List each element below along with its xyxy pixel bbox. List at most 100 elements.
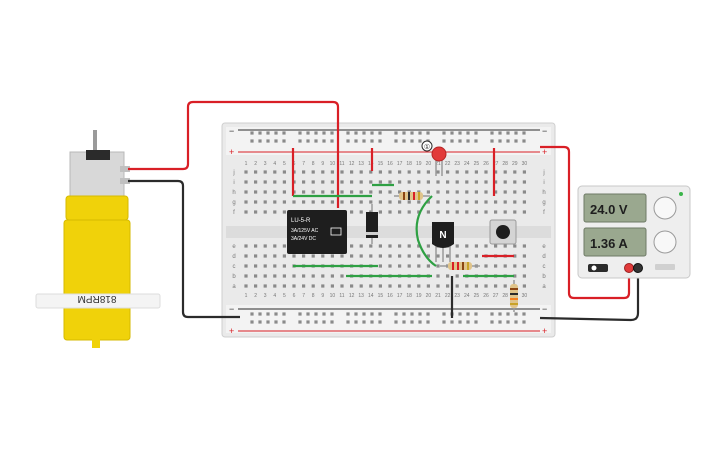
breadboard-hole[interactable] (378, 139, 382, 143)
breadboard-hole[interactable] (484, 284, 488, 288)
breadboard-hole[interactable] (513, 244, 517, 248)
breadboard-hole[interactable] (474, 284, 478, 288)
breadboard-hole[interactable] (369, 200, 373, 204)
breadboard-hole[interactable] (330, 180, 334, 184)
breadboard-hole[interactable] (340, 180, 344, 184)
breadboard-hole[interactable] (359, 210, 363, 214)
breadboard-hole[interactable] (455, 244, 459, 248)
breadboard-hole[interactable] (388, 180, 392, 184)
breadboard-hole[interactable] (314, 139, 318, 143)
breadboard-hole[interactable] (407, 264, 411, 268)
breadboard-hole[interactable] (417, 180, 421, 184)
breadboard-hole[interactable] (350, 254, 354, 258)
breadboard-hole[interactable] (378, 190, 382, 194)
breadboard-hole[interactable] (513, 210, 517, 214)
breadboard-hole[interactable] (244, 170, 248, 174)
breadboard-hole[interactable] (446, 284, 450, 288)
breadboard-hole[interactable] (388, 200, 392, 204)
breadboard-hole[interactable] (474, 210, 478, 214)
breadboard-hole[interactable] (254, 170, 258, 174)
breadboard-hole[interactable] (258, 320, 262, 324)
breadboard-hole[interactable] (450, 320, 454, 324)
breadboard-hole[interactable] (378, 131, 382, 135)
breadboard-hole[interactable] (346, 131, 350, 135)
breadboard-hole[interactable] (306, 131, 310, 135)
breadboard-hole[interactable] (455, 170, 459, 174)
breadboard-hole[interactable] (522, 284, 526, 288)
breadboard-hole[interactable] (410, 139, 414, 143)
breadboard-hole[interactable] (330, 312, 334, 316)
breadboard-hole[interactable] (458, 139, 462, 143)
breadboard-hole[interactable] (474, 131, 478, 135)
breadboard-hole[interactable] (474, 190, 478, 194)
breadboard-hole[interactable] (522, 274, 526, 278)
breadboard-hole[interactable] (446, 190, 450, 194)
breadboard-hole[interactable] (388, 254, 392, 258)
breadboard-hole[interactable] (417, 244, 421, 248)
breadboard-hole[interactable] (455, 180, 459, 184)
breadboard-hole[interactable] (330, 284, 334, 288)
breadboard-hole[interactable] (442, 312, 446, 316)
breadboard-hole[interactable] (436, 210, 440, 214)
breadboard-hole[interactable] (330, 320, 334, 324)
breadboard-hole[interactable] (513, 180, 517, 184)
breadboard-hole[interactable] (522, 210, 526, 214)
breadboard-hole[interactable] (446, 200, 450, 204)
breadboard-hole[interactable] (311, 190, 315, 194)
breadboard-hole[interactable] (330, 274, 334, 278)
breadboard-hole[interactable] (484, 200, 488, 204)
breadboard-hole[interactable] (506, 131, 510, 135)
breadboard-hole[interactable] (513, 200, 517, 204)
breadboard-hole[interactable] (514, 131, 518, 135)
breadboard-hole[interactable] (398, 244, 402, 248)
breadboard-hole[interactable] (498, 139, 502, 143)
breadboard-hole[interactable] (282, 139, 286, 143)
breadboard-hole[interactable] (398, 264, 402, 268)
power-switch[interactable] (588, 264, 608, 272)
breadboard-hole[interactable] (407, 170, 411, 174)
breadboard-hole[interactable] (455, 190, 459, 194)
breadboard-hole[interactable] (322, 320, 326, 324)
breadboard-hole[interactable] (426, 180, 430, 184)
breadboard-hole[interactable] (465, 190, 469, 194)
breadboard-hole[interactable] (359, 200, 363, 204)
breadboard-hole[interactable] (514, 320, 518, 324)
breadboard-hole[interactable] (503, 200, 507, 204)
breadboard-hole[interactable] (503, 244, 507, 248)
breadboard-hole[interactable] (474, 320, 478, 324)
breadboard-hole[interactable] (254, 264, 258, 268)
resistor-pulldown[interactable] (510, 280, 518, 312)
breadboard-hole[interactable] (346, 139, 350, 143)
breadboard-hole[interactable] (417, 170, 421, 174)
breadboard-hole[interactable] (418, 131, 422, 135)
breadboard-hole[interactable] (503, 264, 507, 268)
breadboard-hole[interactable] (350, 244, 354, 248)
breadboard-hole[interactable] (484, 264, 488, 268)
breadboard-hole[interactable] (418, 320, 422, 324)
breadboard-hole[interactable] (321, 180, 325, 184)
breadboard-hole[interactable] (273, 264, 277, 268)
breadboard-hole[interactable] (494, 190, 498, 194)
breadboard-hole[interactable] (398, 180, 402, 184)
breadboard-hole[interactable] (388, 190, 392, 194)
current-knob[interactable] (653, 230, 677, 254)
breadboard-hole[interactable] (378, 210, 382, 214)
breadboard-hole[interactable] (322, 312, 326, 316)
breadboard-hole[interactable] (250, 320, 254, 324)
breadboard-hole[interactable] (314, 320, 318, 324)
breadboard-hole[interactable] (273, 190, 277, 194)
breadboard-hole[interactable] (369, 254, 373, 258)
breadboard-hole[interactable] (436, 284, 440, 288)
breadboard-hole[interactable] (282, 180, 286, 184)
breadboard-hole[interactable] (282, 244, 286, 248)
breadboard-hole[interactable] (402, 320, 406, 324)
breadboard-hole[interactable] (254, 284, 258, 288)
breadboard-hole[interactable] (458, 312, 462, 316)
breadboard-hole[interactable] (474, 200, 478, 204)
breadboard-hole[interactable] (522, 320, 526, 324)
breadboard-hole[interactable] (292, 254, 296, 258)
red-led[interactable]: ① (421, 140, 447, 176)
diode[interactable] (366, 204, 378, 244)
breadboard-hole[interactable] (498, 131, 502, 135)
breadboard-hole[interactable] (394, 312, 398, 316)
